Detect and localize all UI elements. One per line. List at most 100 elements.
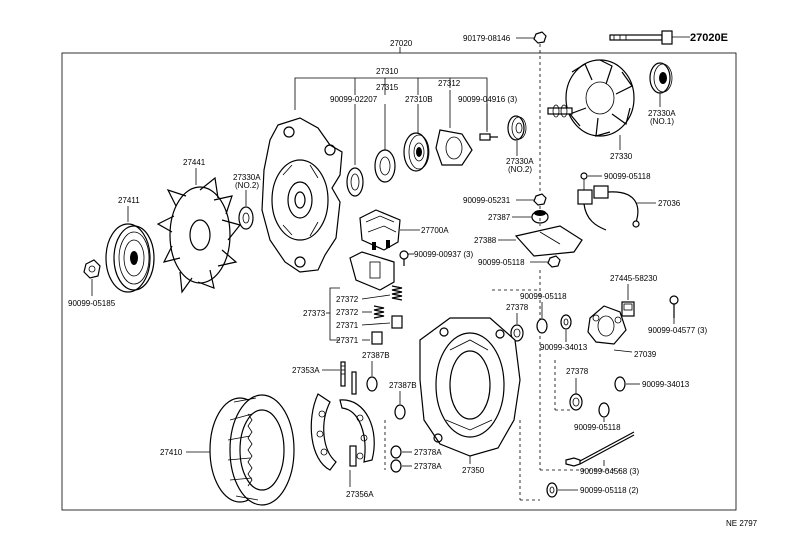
label-27310B: 27310B [405, 95, 433, 104]
bracket-27373 [329, 287, 340, 341]
nut-90099-05118-mid [547, 255, 561, 268]
screw-90099-04916 [479, 133, 498, 141]
label-27411: 27411 [118, 196, 140, 205]
label-90099-34013-b: 90099-34013 [642, 380, 690, 389]
label-27372-b: 27372 [336, 308, 359, 317]
label-90099-05118-center: 90099-05118 [520, 292, 567, 301]
label-27356A: 27356A [346, 490, 374, 499]
retainer-plate-27312 [435, 129, 473, 166]
label-27353A: 27353A [292, 366, 320, 375]
bushing-27387B-b [394, 404, 406, 420]
label-27410: 27410 [160, 448, 183, 457]
label-90099-05231: 90099-05231 [463, 196, 511, 205]
label-90099-04568-3: 90099-04568 (3) [580, 467, 639, 476]
label-27445-58230: 27445-58230 [610, 274, 658, 283]
rotor-27330 [547, 59, 635, 137]
nut-90099-05118-center [536, 318, 548, 334]
label-90099-04916-3: 90099-04916 (3) [458, 95, 517, 104]
pulley-27411 [105, 223, 155, 293]
label-27378A-a: 27378A [414, 448, 442, 457]
spring-27372 [373, 285, 403, 319]
brush-27371 [371, 315, 403, 345]
stud-27353A [340, 361, 357, 395]
label-90099-05118-top: 90099-05118 [604, 172, 651, 181]
bushing-27387B-a [366, 376, 378, 392]
nut-90099-05118-2 [546, 482, 558, 498]
label-27373: 27373 [303, 309, 326, 318]
label-27330: 27330 [610, 152, 633, 161]
label-27700A: 27700A [421, 226, 449, 235]
label-27387: 27387 [488, 213, 511, 222]
label-27350: 27350 [462, 466, 485, 475]
label-90099-34013-a: 90099-34013 [540, 343, 588, 352]
nut-90179-08146 [533, 31, 547, 44]
plate-27039 [587, 305, 627, 345]
rectifier-27356A [310, 393, 375, 471]
label-90099-02207: 90099-02207 [330, 95, 378, 104]
label-27378-top: 27378 [506, 303, 529, 312]
label-27312: 27312 [438, 79, 461, 88]
label-27378A-b: 27378A [414, 462, 442, 471]
footer-code: NE 2797 [726, 519, 758, 528]
label-27387B-a: 27387B [362, 351, 390, 360]
label-27372-a: 27372 [336, 295, 359, 304]
nut-90099-05231 [533, 193, 547, 206]
bolt-90099-04568 [565, 431, 635, 467]
fan-27441 [156, 176, 242, 294]
terminal-27445 [621, 301, 635, 317]
label-27387B-b: 27387B [389, 381, 417, 390]
label-27330A-left-no2-a: 27330A [233, 173, 261, 182]
label-27315: 27315 [376, 83, 399, 92]
label-90099-05185: 90099-05185 [68, 299, 116, 308]
screw-90099-00937 [399, 250, 409, 266]
label-27330A-no1-b: (NO.1) [650, 117, 674, 126]
nut-27378-top [510, 324, 524, 342]
label-90099-05118-2: 90099-05118 (2) [580, 486, 639, 495]
spacer-27330A-left-no2 [238, 206, 254, 230]
label-90099-04577-3: 90099-04577 (3) [648, 326, 707, 335]
cover-27315 [374, 149, 396, 183]
bearing-27330A-right-no2 [507, 115, 527, 141]
label-90099-00937-3: 90099-00937 (3) [414, 250, 473, 259]
nut-27378A-a [390, 445, 402, 459]
nut-90099-34013-a [560, 314, 572, 330]
label-27310: 27310 [376, 67, 399, 76]
washer-90099-05118-top [580, 172, 588, 180]
regulator-27700A [359, 209, 401, 251]
label-27020E: 27020E [690, 32, 728, 44]
rear-housing-27350 [419, 317, 521, 457]
brush-holder-27370 [349, 251, 395, 291]
nut-27378-right [569, 393, 583, 411]
nut-90099-05185 [83, 259, 101, 279]
label-27371-a: 27371 [336, 321, 359, 330]
label-27378-right: 27378 [566, 367, 589, 376]
nut-27378A-b [390, 459, 402, 473]
nut-90099-34013-b [614, 376, 626, 392]
label-27330A-right-no2-a: 27330A [506, 157, 534, 166]
front-housing-27310 [261, 117, 343, 273]
bearing-27330A-no1 [649, 62, 673, 94]
label-27371-b: 27371 [336, 336, 359, 345]
label-27330A-no1-a: 27330A [648, 109, 676, 118]
label-27441: 27441 [183, 158, 206, 167]
stator-27410 [209, 394, 295, 506]
bearing-27310B [403, 132, 430, 172]
label-90179-08146: 90179-08146 [463, 34, 511, 43]
assembly-frame [61, 52, 737, 511]
insulator-27388 [514, 225, 583, 257]
nut-90099-05118-lower [598, 402, 610, 418]
connector-27036 [577, 185, 640, 231]
label-27020: 27020 [390, 39, 413, 48]
label-27388: 27388 [474, 236, 497, 245]
cap-27387 [531, 210, 549, 224]
label-27330A-left-no2-b: (NO.2) [235, 181, 259, 190]
bolt-27020E [609, 30, 673, 45]
label-90099-05118-mid: 90099-05118 [478, 258, 525, 267]
label-90099-05118-lower: 90099-05118 [574, 423, 621, 432]
label-27039: 27039 [634, 350, 657, 359]
label-27330A-right-no2-b: (NO.2) [508, 165, 532, 174]
screw-90099-04577 [669, 295, 679, 318]
label-27036: 27036 [658, 199, 681, 208]
spacer-90099-02207 [346, 167, 364, 197]
